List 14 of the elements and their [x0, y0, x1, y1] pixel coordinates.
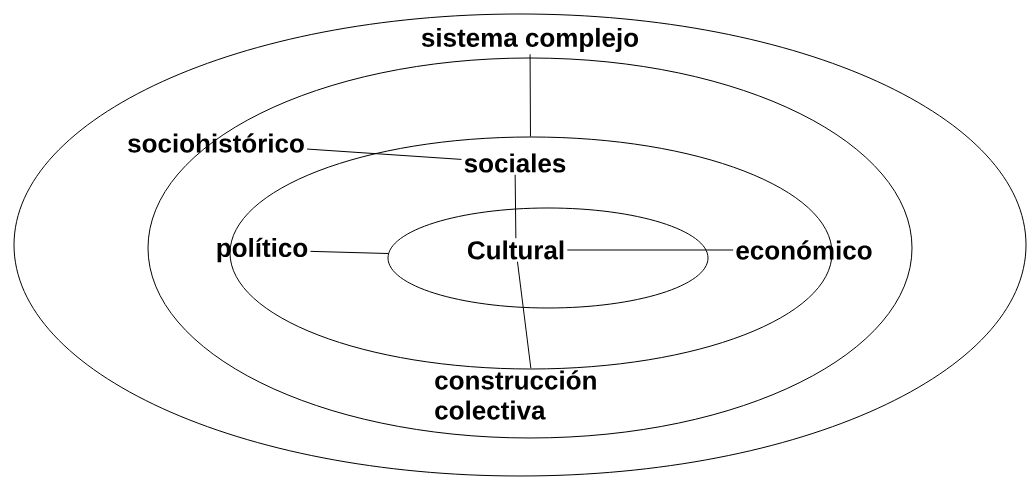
- label-text: construcción colectiva: [435, 370, 596, 420]
- label-text: político: [217, 237, 308, 263]
- connector-line: [566, 249, 734, 251]
- ring-outline: [13, 13, 1027, 477]
- label-text: Cultural: [467, 240, 564, 260]
- connector-line: [529, 53, 531, 137]
- connector-line: [517, 261, 532, 369]
- connector-line: [309, 250, 389, 254]
- connector-line: [514, 174, 517, 239]
- connector-line: [306, 148, 462, 160]
- ring-outline: [387, 207, 709, 309]
- label-text: sociales: [464, 153, 566, 173]
- label-text: económico: [736, 240, 872, 260]
- label-text: sistema complejo: [421, 27, 639, 53]
